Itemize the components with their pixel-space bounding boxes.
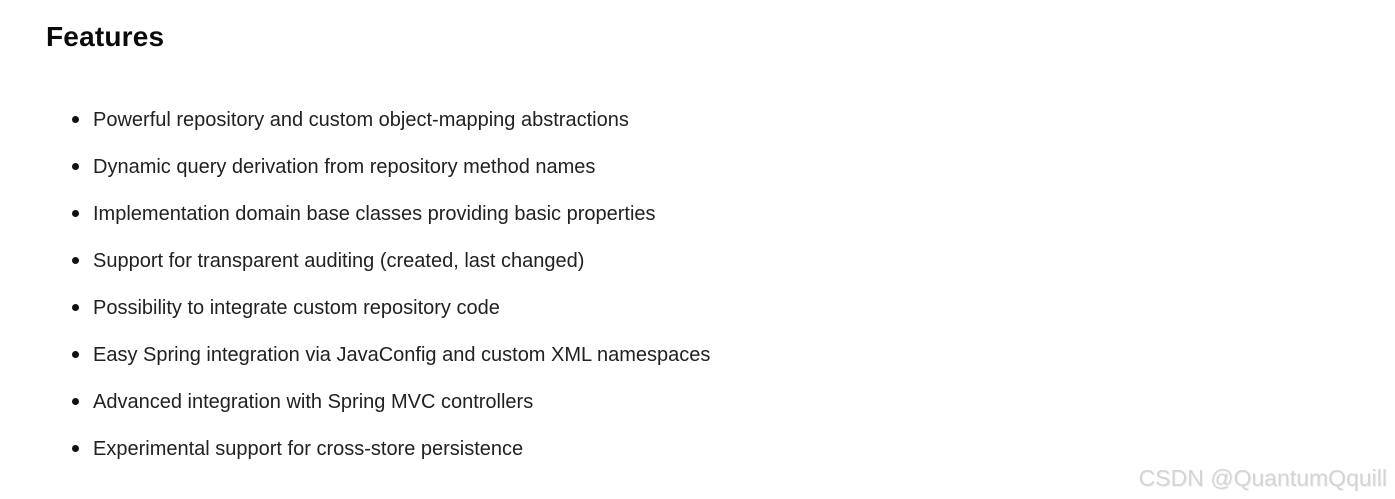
list-item: Dynamic query derivation from repository… <box>46 155 1395 179</box>
list-item: Advanced integration with Spring MVC con… <box>46 390 1395 414</box>
feature-text: Implementation domain base classes provi… <box>93 203 656 225</box>
list-item: Support for transparent auditing (create… <box>46 249 1395 273</box>
watermark: CSDN @QuantumQquill <box>1138 465 1387 491</box>
feature-text: Experimental support for cross-store per… <box>93 438 524 460</box>
list-item: Possibility to integrate custom reposito… <box>46 296 1395 320</box>
feature-text: Easy Spring integration via JavaConfig a… <box>93 344 711 366</box>
list-item: Powerful repository and custom object-ma… <box>46 108 1395 132</box>
feature-text: Support for transparent auditing (create… <box>93 250 585 272</box>
bullet-icon <box>72 210 79 217</box>
feature-text: Possibility to integrate custom reposito… <box>93 297 500 319</box>
bullet-icon <box>72 163 79 170</box>
page-title: Features <box>46 21 165 52</box>
list-item: Easy Spring integration via JavaConfig a… <box>46 343 1395 367</box>
bullet-icon <box>72 398 79 405</box>
features-section: Features Powerful repository and custom … <box>46 21 1395 461</box>
bullet-icon <box>72 116 79 123</box>
feature-text: Dynamic query derivation from repository… <box>93 156 596 178</box>
bullet-icon <box>72 257 79 264</box>
bullet-icon <box>72 445 79 452</box>
bullet-icon <box>72 304 79 311</box>
feature-text: Powerful repository and custom object-ma… <box>93 109 629 131</box>
list-item: Experimental support for cross-store per… <box>46 437 1395 461</box>
feature-text: Advanced integration with Spring MVC con… <box>93 391 534 413</box>
bullet-icon <box>72 351 79 358</box>
features-list: Powerful repository and custom object-ma… <box>46 108 1395 461</box>
list-item: Implementation domain base classes provi… <box>46 202 1395 226</box>
